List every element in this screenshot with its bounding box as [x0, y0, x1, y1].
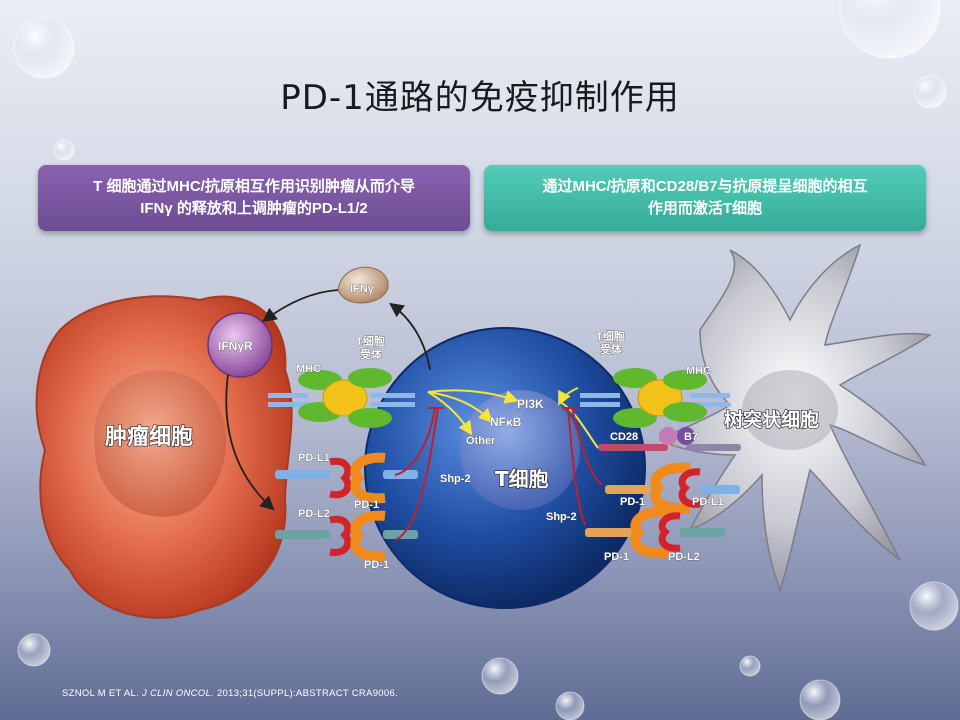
- label-tcr-right-1: T细胞: [596, 329, 625, 343]
- callout-right-line2: 作用而激活T细胞: [647, 200, 763, 217]
- ifngr-receptor: [207, 312, 273, 378]
- label-pi3k: PI3K: [517, 397, 544, 411]
- citation-authors: SZNOL M ET AL.: [62, 688, 140, 699]
- label-pdl2-left: PD-L2: [298, 508, 330, 520]
- label-tcr-left-2: 受体: [360, 347, 383, 361]
- label-shp2-right: Shp-2: [546, 511, 577, 523]
- citation: SZNOL M ET AL. J CLIN ONCOL. 2013;31(SUP…: [62, 688, 398, 699]
- label-pd1-left-1: PD-1: [354, 499, 379, 511]
- left-pdl2-pd1: [275, 510, 418, 562]
- label-b7: B7: [684, 431, 698, 443]
- activation-arrows: [427, 387, 599, 449]
- callout-left-line1: T 细胞通过MHC/抗原相互作用识别肿瘤从而介导: [93, 178, 415, 195]
- ifng-molecule: [337, 266, 389, 304]
- decorative-bubbles: [13, 0, 959, 720]
- slide-title: PD-1通路的免疫抑制作用: [280, 78, 680, 118]
- label-pdl1-right: PD-L1: [692, 496, 724, 508]
- label-nfkb: NFκB: [490, 415, 522, 429]
- label-other: Other: [466, 435, 496, 447]
- right-pd1-pdl1: [605, 462, 740, 514]
- label-dendritic-cell: 树突状细胞: [724, 408, 819, 431]
- label-shp2-left: Shp-2: [440, 473, 471, 485]
- citation-rest: 2013;31(SUPPL):ABSTRACT CRA9006.: [216, 688, 398, 699]
- label-pd1-right-2: PD-1: [604, 551, 629, 563]
- label-mhc-left: MHC: [296, 363, 321, 375]
- callout-right-line1: 通过MHC/抗原和CD28/B7与抗原提呈细胞的相互: [542, 178, 868, 195]
- label-tumor-cell: 肿瘤细胞: [105, 424, 193, 450]
- right-mhc-tcr-complex: [580, 368, 730, 428]
- label-tcr-right-2: 受体: [600, 342, 623, 356]
- label-pd1-left-2: PD-1: [364, 559, 389, 571]
- tcell-activation-callout: 通过MHC/抗原和CD28/B7与抗原提呈细胞的相互 作用而激活T细胞: [484, 165, 926, 231]
- label-ifngr: IFNγR: [218, 339, 253, 353]
- label-ifng: IFNγ: [350, 283, 375, 295]
- label-pd1-right-1: PD-1: [620, 496, 645, 508]
- citation-journal: J CLIN ONCOL.: [142, 688, 215, 699]
- inhibition-lines: [394, 407, 603, 541]
- right-pd1-pdl2: [585, 506, 725, 559]
- label-pdl2-right: PD-L2: [668, 551, 700, 563]
- tumor-recognition-callout: T 细胞通过MHC/抗原相互作用识别肿瘤从而介导 IFNγ 的释放和上调肿瘤的P…: [38, 165, 470, 231]
- left-pdl1-pd1: [275, 452, 418, 504]
- label-mhc-right: MHC: [686, 365, 711, 377]
- label-tcr-left-1: T细胞: [356, 334, 385, 348]
- label-pdl1-left: PD-L1: [298, 452, 330, 464]
- left-mhc-tcr-complex: [268, 368, 415, 428]
- ifng-cycle-arrows: [225, 289, 431, 511]
- label-cd28: CD28: [610, 431, 638, 443]
- cd28-b7: [598, 427, 741, 451]
- label-t-cell: T细胞: [495, 467, 549, 491]
- callout-left-line2: IFNγ 的释放和上调肿瘤的PD-L1/2: [140, 200, 368, 217]
- diagram-labels: 肿瘤细胞 T细胞 树突状细胞 IFNγ IFNγR MHC T细胞 受体 T细胞…: [104, 283, 819, 572]
- dendritic-cell: [658, 243, 932, 593]
